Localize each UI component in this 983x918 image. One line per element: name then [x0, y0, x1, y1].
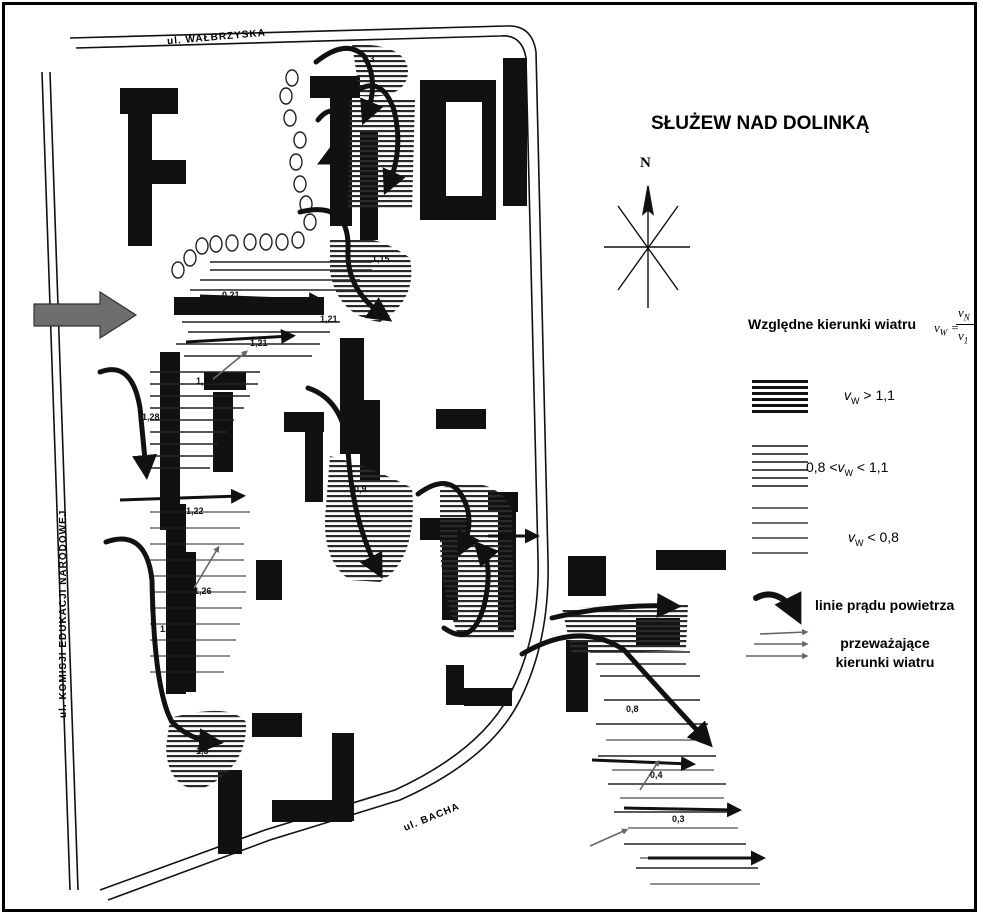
legend-label-prevailing: przeważające kierunki wiatru	[835, 635, 935, 670]
street-boundary	[41, 25, 549, 901]
legend-label-high: vW > 1,1	[844, 387, 895, 406]
north-label: N	[640, 155, 651, 171]
wind-zones-high	[166, 44, 688, 790]
minor-wind-arrows	[193, 350, 660, 847]
measurement-label: 1,21	[320, 314, 338, 324]
legend-swatch-mid	[752, 445, 808, 487]
legend-swatch-high	[752, 380, 808, 413]
street-label-west: ul. KOMISJI EDUKACJI NARODOWEJ	[58, 509, 69, 718]
legend-label-airflow: linie prądu powietrza	[815, 597, 955, 613]
compass-rose-icon	[604, 185, 690, 308]
measurement-label: 1,21	[160, 624, 178, 634]
legend-prevailing-symbol	[746, 628, 809, 660]
buildings	[120, 58, 726, 854]
measurement-label: 1,26	[194, 586, 212, 596]
measurement-label: 1,22	[186, 506, 204, 516]
measurement-label: 1,15	[372, 254, 390, 264]
measurement-label: 0,21	[222, 290, 240, 300]
prevailing-wind-arrows	[119, 292, 766, 866]
measurement-labels: 1,3 1,15 0,21 1,21 1,21 1,19 1,28 1,22 1,26 1,21 1…	[142, 54, 685, 824]
legend-swatch-low	[752, 507, 808, 554]
measurement-label: 1,19	[196, 376, 214, 386]
measurement-label: 0,4	[650, 770, 663, 780]
airflow-lines	[97, 45, 713, 754]
measurement-label: 1,28	[142, 412, 160, 422]
legend-airflow-symbol	[753, 591, 802, 625]
incoming-wind-arrow	[33, 290, 138, 340]
legend-title: Względne kierunki wiatru	[748, 316, 917, 332]
measurement-label: 0,3	[672, 814, 685, 824]
measurement-label: 1,3	[196, 746, 209, 756]
measurement-label: 1,3	[362, 54, 375, 64]
measurement-label: 0,9	[354, 484, 367, 494]
tree-symbols	[171, 69, 317, 279]
map-title: SŁUŻEW NAD DOLINKĄ	[651, 113, 870, 134]
legend-label-low: vW < 0,8	[848, 529, 899, 548]
measurement-label: 1,21	[250, 338, 268, 348]
legend-label-mid: 0,8 <vW < 1,1	[806, 459, 889, 478]
measurement-label: 0,8	[626, 704, 639, 714]
